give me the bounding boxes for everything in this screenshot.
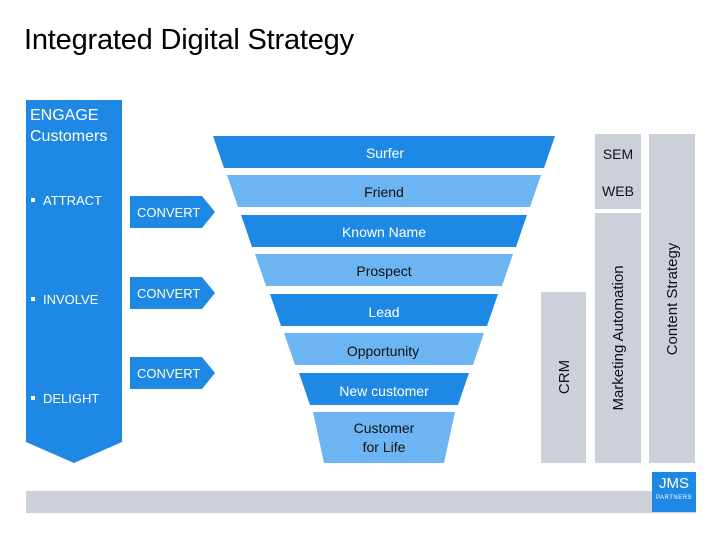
funnel-label-line2: for Life (363, 439, 406, 455)
funnel-label: Friend (364, 184, 404, 200)
funnel-label: New customer (339, 383, 429, 399)
funnel-band-friend (227, 175, 541, 207)
engage-arrow (26, 100, 122, 463)
web-label: WEB (602, 183, 634, 199)
sem-web-box (595, 134, 641, 209)
funnel-band-lead (270, 294, 498, 326)
content-strategy-label: Content Strategy (664, 242, 681, 355)
logo-sub: PARTNERS (655, 495, 693, 501)
convert-arrow (130, 196, 215, 228)
convert-arrow (130, 277, 215, 309)
marketing-automation-column (595, 213, 641, 463)
convert-arrow (130, 357, 215, 389)
funnel-band-new-customer (299, 373, 469, 405)
content-strategy-column (649, 134, 695, 463)
funnel-band-prospect (255, 254, 513, 286)
funnel-label: Lead (368, 304, 399, 320)
engage-label: ENGAGE (30, 107, 98, 124)
funnel-label: Prospect (356, 263, 411, 279)
bullet-attract: ATTRACT (43, 193, 102, 208)
customers-label: Customers (30, 128, 107, 145)
convert-label: CONVERT (137, 286, 200, 301)
bullet-marker (31, 297, 35, 301)
funnel-label-line1: Customer (354, 420, 415, 436)
funnel-band-known-name (241, 215, 527, 247)
footer-bar (26, 491, 696, 513)
jms-partners-logo: JMS PARTNERS (652, 472, 696, 512)
bullet-marker (31, 198, 35, 202)
convert-label: CONVERT (137, 205, 200, 220)
funnel-label: Opportunity (347, 343, 419, 359)
page-title: Integrated Digital Strategy (24, 24, 354, 56)
funnel-band-surfer (213, 136, 555, 168)
funnel-label: Known Name (342, 224, 426, 240)
sem-label: SEM (603, 146, 633, 162)
convert-label: CONVERT (137, 366, 200, 381)
bullet-marker (31, 396, 35, 400)
crm-label: CRM (556, 360, 573, 394)
funnel-label: Surfer (366, 145, 404, 161)
bullet-delight: DELIGHT (43, 391, 99, 406)
funnel-band-opportunity (284, 333, 484, 365)
funnel-band-customer-for-life (313, 412, 455, 463)
bullet-involve: INVOLVE (43, 292, 99, 307)
crm-column (541, 292, 586, 463)
marketing-automation-label: Marketing Automation (610, 265, 627, 410)
logo-main: JMS (659, 475, 689, 492)
